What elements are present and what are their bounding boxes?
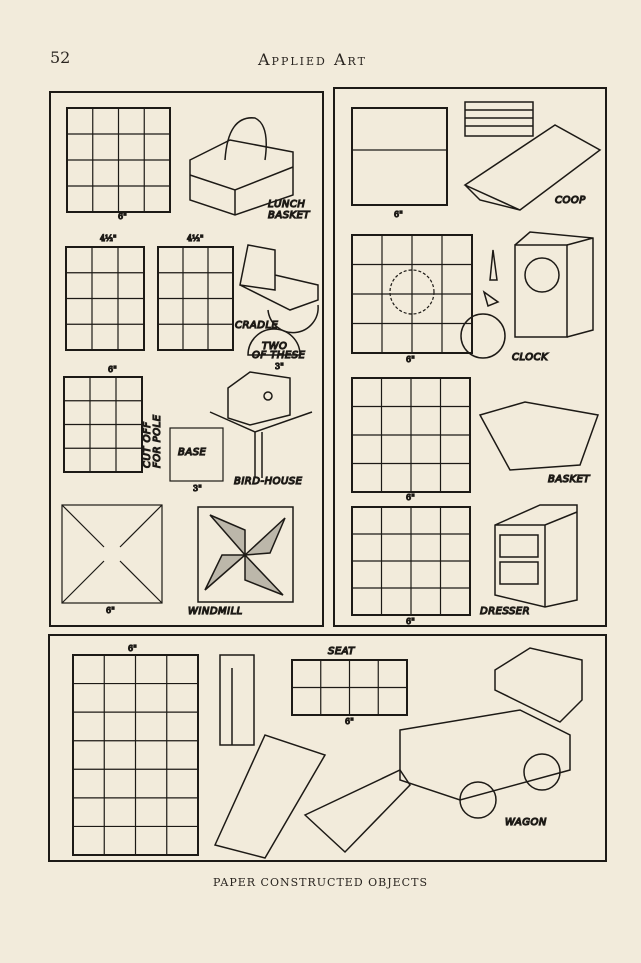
page-number: 52 [50,48,71,67]
lunch-basket-label-1: LUNCH [268,199,305,210]
coop-label: COOP [555,195,586,206]
base-dimension: 3" [193,484,202,493]
cut-off-note-1: CUT OFF [142,422,153,468]
wagon-bed-pattern [72,654,199,856]
basket-pattern [351,377,471,493]
cradle-dimension-b: 4½" [187,234,204,243]
windmill-pattern [61,504,163,604]
right-panel-frame [333,87,607,627]
base-square [169,427,224,482]
windmill-label: WINDMILL [188,606,243,617]
bird-house-pattern [63,376,143,473]
left-panel-frame [49,91,324,627]
running-title: Applied Art [258,50,367,69]
lunch-basket-dimension: 6" [118,212,127,221]
lunch-basket-pattern [66,107,171,213]
roof-dimension: 3" [275,362,284,371]
clock-dimension: 6" [406,355,415,364]
windmill-drawing [197,506,294,603]
coop-dimension: 6" [394,210,403,219]
roof-note-1: TWO [262,341,287,352]
dresser-pattern [351,506,471,616]
basket-label: BASKET [548,474,590,485]
windmill-dimension: 6" [106,606,115,615]
cradle-label: CRADLE [235,320,279,331]
wagon-label: WAGON [505,817,547,828]
seat-label: SEAT [328,646,355,657]
cradle-pattern-a [65,246,145,351]
bird-house-label: BIRD-HOUSE [234,476,303,487]
roof-note-2: OF THESE [252,350,306,361]
basket-dimension: 6" [406,493,415,502]
bottom-panel-frame [48,634,607,862]
wagon-dimension: 6" [128,644,137,653]
lunch-basket-drawing [189,117,294,216]
coop-drawing [463,101,602,211]
bird-house-drawing [209,328,313,478]
dresser-drawing [494,504,578,608]
seat-dimension: 6" [345,717,354,726]
dresser-label: DRESSER [480,606,530,617]
base-label: BASE [178,447,207,458]
lunch-basket-label-2: BASKET [268,210,310,221]
cradle-dimension-a: 4½" [100,234,117,243]
clock-pattern [351,234,473,354]
cradle-pattern-b [157,246,234,351]
figure-caption: PAPER CONSTRUCTED OBJECTS [213,876,428,889]
dresser-dimension: 6" [406,617,415,626]
bird-house-dimension: 6" [108,365,117,374]
basket-drawing [478,401,600,471]
wagon-drawing [213,647,583,859]
seat-pattern [291,659,408,716]
clock-drawing [460,231,594,359]
coop-pattern [351,107,448,206]
cradle-drawing [239,244,319,334]
cut-off-note-2: FOR POLE [152,414,163,468]
clock-label: CLOCK [512,352,549,363]
